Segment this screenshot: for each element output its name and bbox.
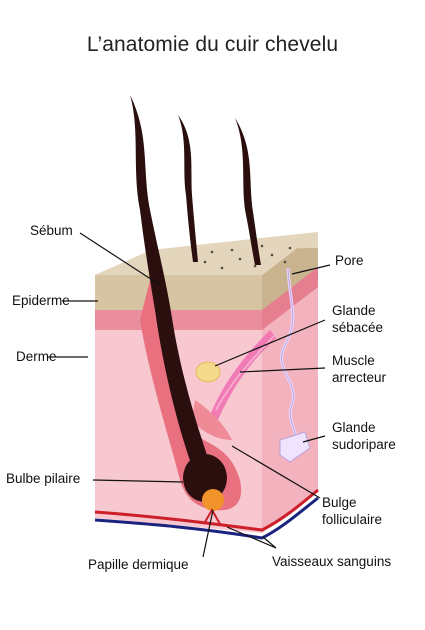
artery bbox=[94, 488, 319, 532]
leader-papille bbox=[202, 509, 214, 558]
label-papille-dermique: Papille dermique bbox=[88, 557, 189, 572]
leader-vaisseaux-2 bbox=[262, 536, 277, 549]
label-glande-sudoripare: Glande sudoripare bbox=[332, 419, 396, 453]
leader-bulge bbox=[231, 445, 321, 499]
label-glande-sebacee-line2: sébacée bbox=[332, 320, 384, 335]
hair-shaft-middle bbox=[178, 115, 198, 262]
label-bulge-folliculaire: Bulge folliculaire bbox=[322, 494, 382, 528]
leader-vaisseaux-1 bbox=[226, 526, 277, 549]
capillary bbox=[204, 508, 221, 525]
label-derme: Derme bbox=[16, 349, 57, 364]
epidermis-side-face bbox=[262, 232, 318, 310]
label-muscle-line2: arrecteur bbox=[332, 370, 387, 385]
leader-glande-sudoripare bbox=[302, 435, 326, 443]
sebaceous-gland bbox=[195, 361, 221, 383]
label-bulge-line1: Bulge bbox=[322, 495, 357, 510]
label-muscle-line1: Muscle bbox=[332, 353, 375, 368]
diagram-title: L’anatomie du cuir chevelu bbox=[86, 33, 339, 56]
leader-bulbe bbox=[92, 479, 184, 483]
dermal-papilla bbox=[202, 489, 224, 511]
label-glande-sebacee-line1: Glande bbox=[332, 303, 376, 318]
dermis-upper-band bbox=[95, 308, 262, 330]
follicle-bulge bbox=[192, 400, 232, 440]
label-bulge-line2: folliculaire bbox=[322, 512, 383, 527]
dermis-side-face bbox=[262, 265, 318, 533]
label-glande-sebacee: Glande sébacée bbox=[332, 302, 383, 336]
epidermis-front-face bbox=[95, 275, 262, 310]
label-muscle-arrecteur: Muscle arrecteur bbox=[332, 352, 386, 386]
skin-surface-back bbox=[151, 232, 318, 250]
label-pore: Pore bbox=[335, 253, 364, 268]
leader-pore bbox=[291, 264, 331, 275]
label-bulbe-pilaire: Bulbe pilaire bbox=[6, 471, 81, 486]
label-sebum: Sébum bbox=[30, 223, 73, 238]
label-epiderme: Epiderme bbox=[12, 293, 70, 308]
hair-follicle bbox=[140, 280, 242, 511]
leader-muscle bbox=[239, 367, 326, 373]
hair-shaft-main bbox=[130, 95, 215, 478]
sweat-gland-coil bbox=[279, 431, 311, 463]
label-vaisseaux-sanguins: Vaisseaux sanguins bbox=[272, 554, 392, 569]
hair-shaft-right bbox=[235, 118, 261, 265]
arrector-muscle-2 bbox=[215, 334, 276, 411]
label-glande-sudoripare-line2: sudoripare bbox=[332, 437, 396, 452]
label-glande-sudoripare-line1: Glande bbox=[332, 420, 376, 435]
leader-glande-sebacee bbox=[214, 319, 326, 367]
leader-sebum bbox=[79, 232, 161, 286]
pore-dots bbox=[203, 244, 292, 270]
